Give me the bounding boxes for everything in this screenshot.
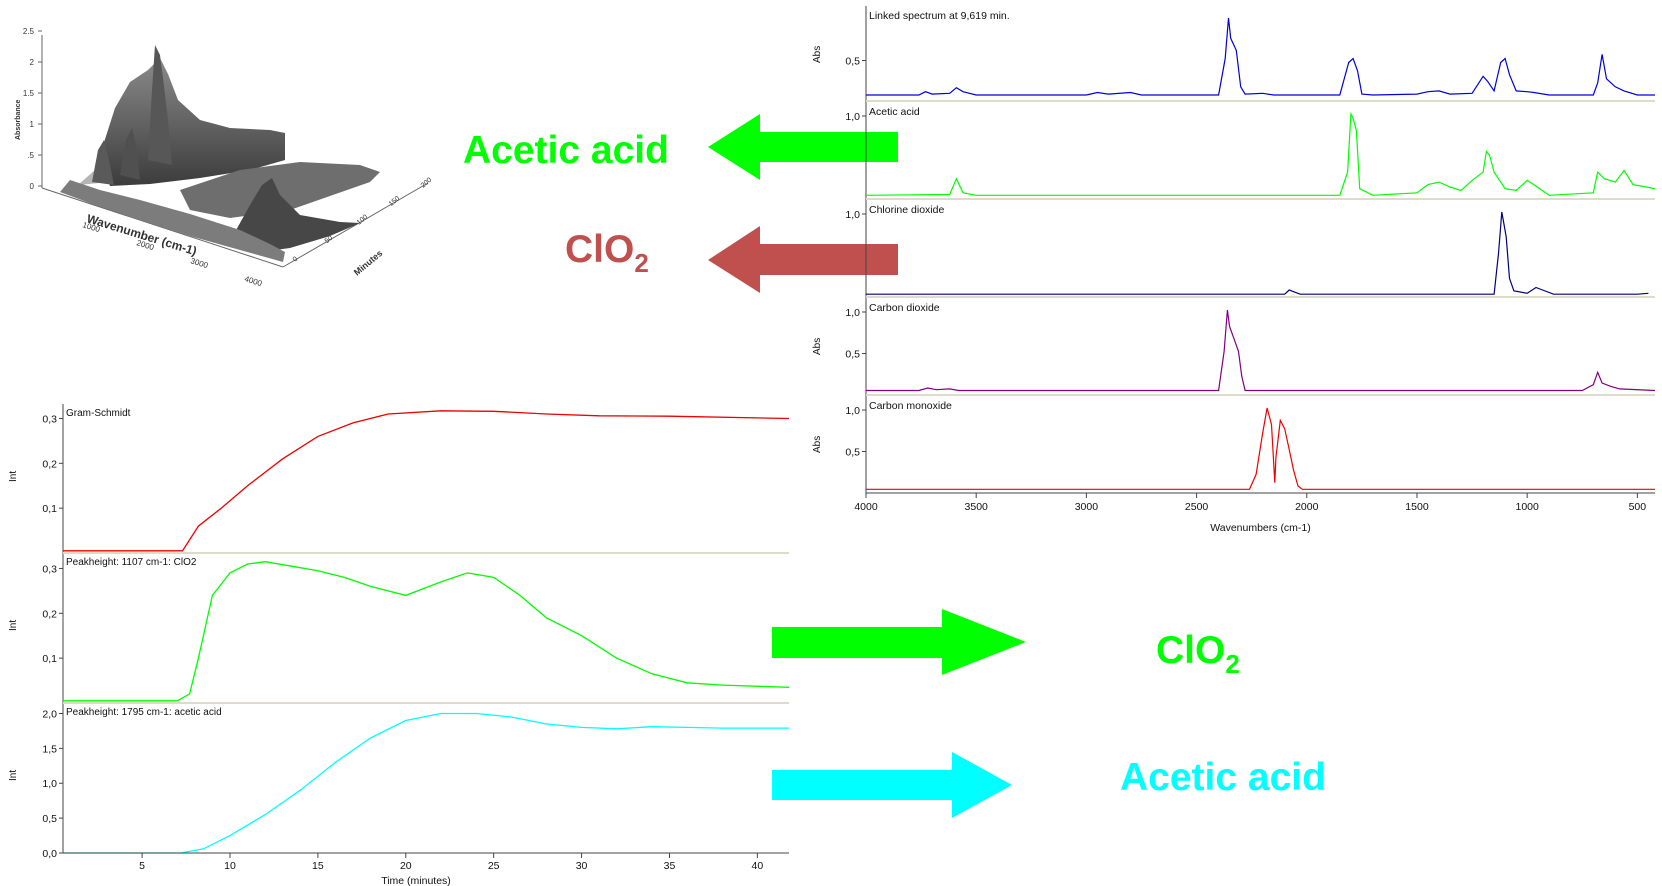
traces-x-tick-label: 20: [400, 860, 412, 872]
arrow-acetic-top: [708, 114, 898, 180]
waterfall-peak-3: [92, 140, 114, 185]
traces-y-tick-label: 0,3: [42, 563, 57, 575]
waterfall-ridge-front2: [235, 178, 360, 252]
arrow-right-cyan: [772, 752, 1012, 818]
traces-x-tick-label: 30: [576, 860, 588, 872]
spectra-y-tick-label: 1,0: [845, 307, 860, 319]
waterfall-y-tick-label: 2: [30, 58, 35, 67]
spectra-x-tick-label: 1000: [1515, 501, 1539, 513]
traces-y-label: Int: [8, 471, 19, 482]
traces-x-tick-label: 35: [664, 860, 676, 872]
label-acetic-top: Acetic acid: [463, 129, 669, 172]
spectra-series-line: [866, 309, 1656, 392]
traces-y-label: Int: [8, 770, 19, 781]
spectra-y-tick-label: 0,5: [845, 56, 860, 68]
spectra-series-line: [865, 111, 1656, 196]
traces-y-tick-label: 0,1: [42, 653, 57, 665]
arrow-acetic-bottom: [772, 752, 1012, 818]
arrow-clo2-bottom: [772, 609, 1026, 675]
traces-x-tick-label: 40: [752, 860, 764, 872]
traces-series-title: Peakheight: 1107 cm-1: ClO2: [66, 557, 197, 568]
waterfall-y-tick-label: .5: [27, 151, 34, 160]
waterfall-x-tick-label: 4000: [243, 274, 263, 288]
spectra-x-tick-label: 4000: [854, 501, 878, 513]
traces-y-tick-label: 0,1: [42, 503, 57, 515]
spectra-series-title: Linked spectrum at 9,619 min.: [869, 10, 1010, 22]
arrow-left-green: [708, 114, 898, 180]
label-acetic-bottom: Acetic acid: [1120, 756, 1326, 799]
waterfall-z-tick-label: 50: [324, 235, 335, 245]
spectra-y-label: Abs: [812, 436, 823, 453]
spectra-series-title: Carbon dioxide: [869, 302, 940, 314]
spectra-x-label: Wavenumbers (cm-1): [1210, 522, 1311, 534]
spectra-x-tick-label: 3500: [965, 501, 989, 513]
spectra-y-tick-label: 1,0: [845, 111, 860, 123]
spectra-series-line: [866, 407, 1655, 490]
traces-y-tick-label: 0,5: [42, 813, 57, 825]
spectra-series-line: [866, 211, 1649, 295]
traces-x-tick-label: 10: [224, 860, 236, 872]
traces-y-label: Int: [8, 620, 19, 631]
traces-y-tick-label: 2,0: [42, 708, 57, 720]
label-clo2-bottom: ClO2: [1156, 629, 1240, 679]
traces-y-tick-label: 1,5: [42, 743, 57, 755]
spectra-y-tick-label: 0,5: [845, 447, 860, 459]
waterfall-ridge-front: [180, 162, 380, 218]
spectra-x-tick-label: 2500: [1185, 501, 1209, 513]
traces-y-tick-label: 0,3: [42, 413, 57, 425]
waterfall-y-tick-label: 1.5: [23, 89, 35, 98]
traces-series-title: Gram-Schmidt: [66, 408, 131, 419]
arrow-left-brick: [708, 226, 898, 293]
traces-series-line: [63, 410, 790, 552]
waterfall-x-tick-label: 3000: [189, 256, 209, 270]
waterfall-z-tick-label: 100: [356, 214, 370, 227]
waterfall-y-label: Absorbance: [15, 99, 22, 140]
spectra-series-line: [866, 17, 1655, 96]
traces-x-tick-label: 5: [139, 860, 145, 872]
spectra-y-label: Abs: [812, 46, 823, 63]
spectra-y-tick-label: 1,0: [845, 405, 860, 417]
spectra-x-tick-label: 500: [1629, 501, 1647, 513]
traces-x-tick-label: 25: [488, 860, 500, 872]
spectra-y-label: Abs: [812, 338, 823, 355]
traces-series-line: [63, 712, 789, 854]
arrow-clo2-top: [708, 226, 898, 293]
waterfall-z-label: Minutes: [352, 248, 384, 278]
waterfall-z-tick-label: 150: [388, 195, 402, 208]
traces-x-tick-label: 15: [312, 860, 324, 872]
traces-y-tick-label: 0,2: [42, 458, 57, 470]
spectra-series-title: Acetic acid: [869, 106, 920, 118]
arrow-right-green: [772, 609, 1026, 675]
spectra-x-tick-label: 1500: [1405, 501, 1429, 513]
waterfall-y-tick-label: 1: [30, 120, 35, 129]
spectra-y-tick-label: 0,5: [845, 349, 860, 361]
waterfall-y-tick-label: 0: [30, 182, 35, 191]
traces-y-tick-label: 0,2: [42, 608, 57, 620]
traces-x-label: Time (minutes): [381, 875, 451, 886]
waterfall-base-ridge: [60, 180, 285, 262]
waterfall-peak-2: [120, 128, 140, 180]
spectra-series-title: Chlorine dioxide: [869, 204, 944, 216]
waterfall-surface: [100, 58, 285, 186]
traces-series-title: Peakheight: 1795 cm-1: acetic acid: [66, 707, 222, 718]
label-clo2-top: ClO2: [565, 228, 649, 278]
waterfall-z-tick-label: 0: [292, 256, 300, 264]
traces-y-tick-label: 0,0: [42, 848, 57, 860]
waterfall-z-axis: [282, 182, 429, 268]
waterfall-y-tick-label: 2.5: [23, 27, 35, 36]
waterfall-x-axis: [41, 187, 284, 268]
traces-y-tick-label: 1,0: [42, 778, 57, 790]
spectra-x-tick-label: 3000: [1075, 501, 1099, 513]
spectra-x-tick-label: 2000: [1295, 501, 1319, 513]
traces-series-line: [63, 561, 790, 702]
waterfall-z-tick-label: 200: [420, 177, 434, 190]
waterfall-peak-main: [148, 45, 172, 165]
spectra-series-title: Carbon monoxide: [869, 400, 952, 412]
spectra-y-tick-label: 1,0: [845, 209, 860, 221]
